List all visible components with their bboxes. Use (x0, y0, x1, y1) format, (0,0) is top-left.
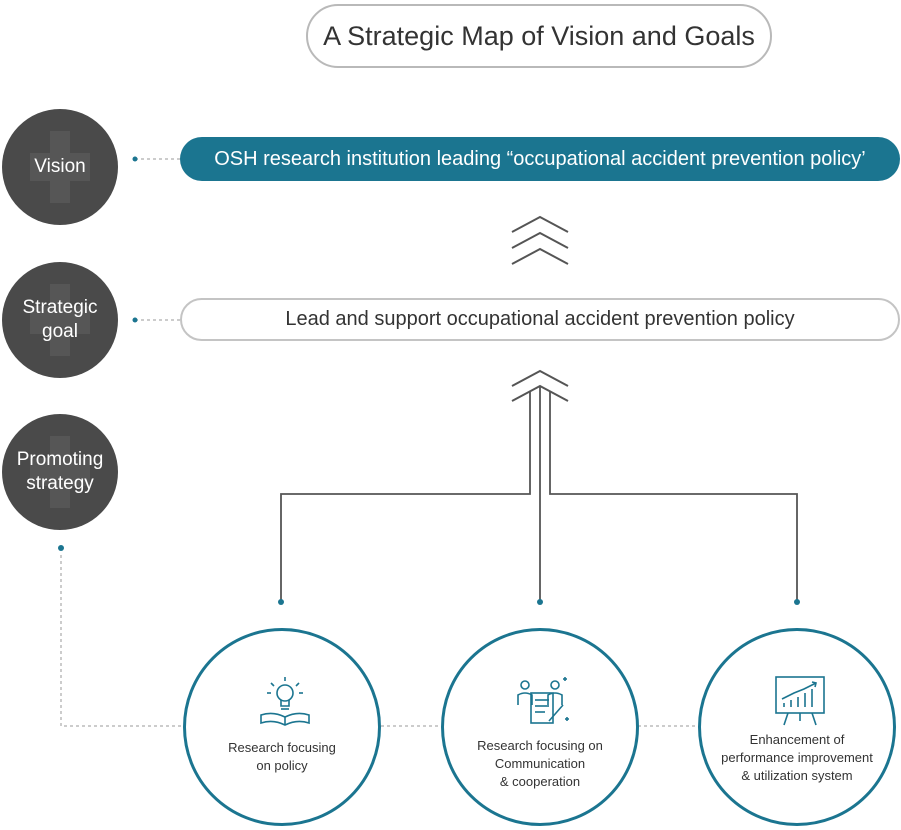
strategy-label-policy: Research focusing on policy (228, 740, 336, 773)
strategic-goal-label: Strategic goal (22, 297, 98, 342)
page-title: A Strategic Map of Vision and Goals (306, 4, 772, 68)
strategic-goal-statement: Lead and support occupational accident p… (180, 298, 900, 341)
strategy-circle-performance: Enhancement of performance improvement &… (698, 628, 896, 826)
vision-statement: OSH research institution leading “occupa… (180, 137, 900, 181)
arrow-head-icon (511, 369, 569, 402)
strategy-label-performance: Enhancement of performance improvement &… (721, 732, 873, 783)
double-chevron-up-icon (511, 215, 569, 265)
vision-label: Vision (34, 156, 86, 177)
strategic-goal-circle: Strategic goal (2, 262, 118, 378)
promoting-strategy-circle: Promoting strategy (2, 414, 118, 530)
lightbulb-book-icon (260, 677, 310, 726)
chart-board-icon (775, 676, 825, 726)
vision-circle: Vision (2, 109, 118, 225)
strategy-label-communication: Research focusing on Communication & coo… (477, 738, 603, 789)
strategy-circle-communication: Research focusing on Communication & coo… (441, 628, 639, 826)
strategy-circle-policy: Research focusing on policy (183, 628, 381, 826)
promoting-strategy-label: Promoting strategy (16, 449, 104, 494)
people-document-icon (517, 677, 569, 724)
